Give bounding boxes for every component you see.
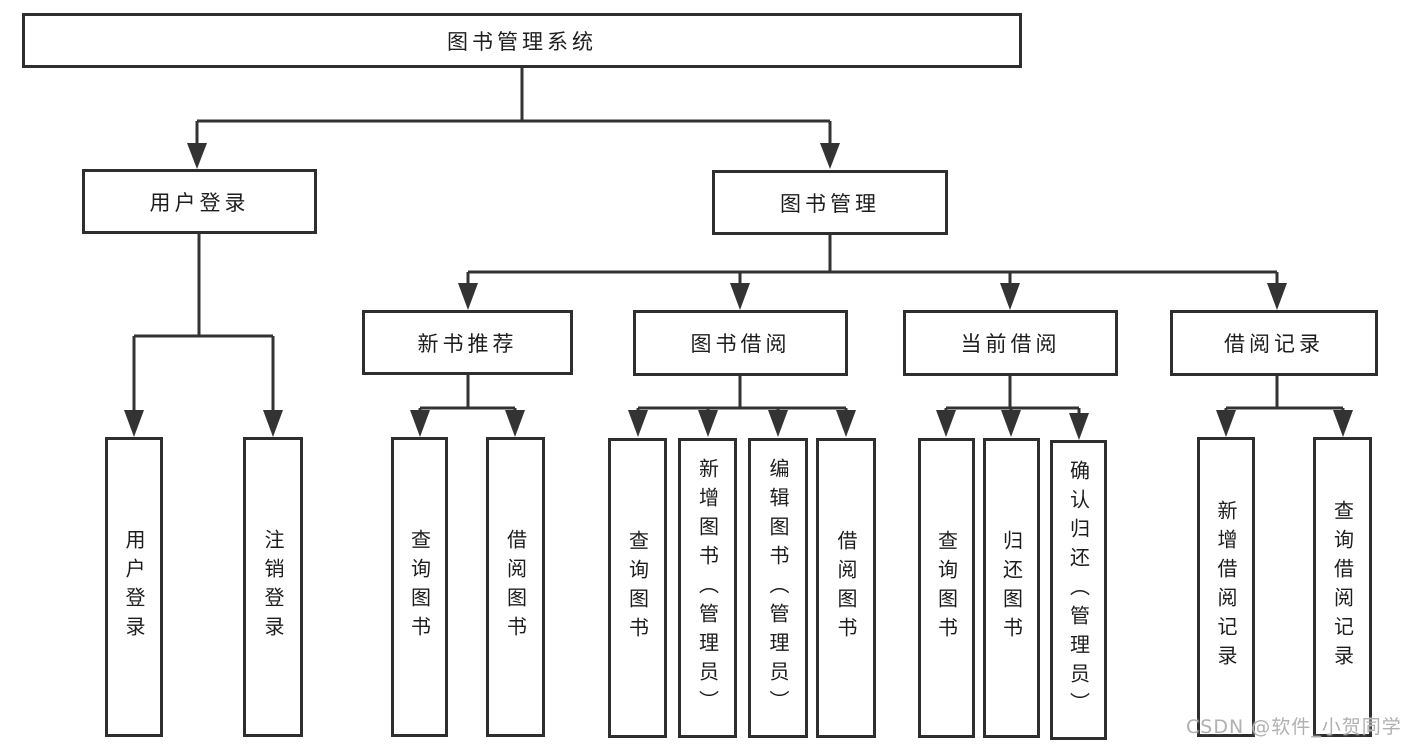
leaf-query-borrow-record: 查询借阅记录 bbox=[1313, 437, 1372, 737]
leaf-query-books-borrow: 查询图书 bbox=[608, 438, 667, 738]
leaf-label: 查询图书 bbox=[407, 529, 432, 645]
arrow-down-icon bbox=[458, 283, 478, 310]
leaf-label: 注销登录 bbox=[261, 529, 285, 645]
connector-current-borrow-to-leaves bbox=[944, 375, 1081, 415]
leaf-label: 归还图书 bbox=[999, 530, 1024, 646]
leaf-label: 用户登录 bbox=[122, 529, 146, 645]
leaf-user-login: 用户登录 bbox=[105, 437, 163, 737]
arrow-down-icon bbox=[1267, 283, 1287, 310]
node-book-borrow: 图书借阅 bbox=[633, 310, 848, 376]
leaf-borrow-books-recommend: 借阅图书 bbox=[486, 437, 545, 737]
arrow-down-icon bbox=[1333, 410, 1353, 437]
node-root: 图书管理系统 bbox=[22, 13, 1022, 68]
connector-borrow-records-to-leaves bbox=[1224, 375, 1345, 412]
arrow-down-icon bbox=[410, 410, 430, 437]
arrow-down-icon bbox=[263, 410, 283, 437]
arrow-down-icon bbox=[836, 410, 856, 437]
arrow-down-icon bbox=[1001, 410, 1021, 437]
watermark: CSDN @软件_小贺同学 bbox=[1186, 716, 1402, 738]
leaf-label: 查询图书 bbox=[625, 530, 650, 646]
arrow-down-icon bbox=[730, 283, 750, 310]
arrow-down-icon bbox=[187, 143, 207, 169]
leaf-label: 查询借阅记录 bbox=[1330, 500, 1355, 674]
node-borrow-records: 借阅记录 bbox=[1170, 310, 1378, 376]
leaf-query-books-recommend: 查询图书 bbox=[391, 437, 448, 737]
arrowheads bbox=[124, 143, 1353, 440]
arrow-down-icon bbox=[1000, 283, 1020, 310]
leaf-label: 编辑图书（管理员） bbox=[766, 457, 790, 719]
arrow-down-icon bbox=[768, 410, 788, 437]
connector-new-book-to-leaves bbox=[418, 375, 517, 412]
leaf-label: 借阅图书 bbox=[503, 529, 528, 645]
leaf-label: 新增图书（管理员） bbox=[695, 457, 720, 719]
node-current-borrow: 当前借阅 bbox=[903, 310, 1118, 376]
leaf-edit-book-admin: 编辑图书（管理员） bbox=[748, 438, 808, 738]
leaf-label: 确认归还（管理员） bbox=[1066, 459, 1091, 721]
node-new-book-recommend: 新书推荐 bbox=[362, 310, 573, 375]
leaf-label: 借阅图书 bbox=[834, 530, 858, 646]
arrow-down-icon bbox=[628, 410, 648, 437]
arrow-down-icon bbox=[505, 410, 525, 437]
connector-root-to-level1 bbox=[195, 68, 832, 144]
arrow-down-icon bbox=[1069, 413, 1089, 440]
connector-book-borrow-to-leaves bbox=[636, 375, 848, 412]
leaf-add-book-admin: 新增图书（管理员） bbox=[678, 438, 737, 738]
leaf-add-borrow-record: 新增借阅记录 bbox=[1197, 437, 1255, 737]
node-book-management: 图书管理 bbox=[712, 170, 948, 235]
arrow-down-icon bbox=[124, 410, 144, 437]
leaf-return-books: 归还图书 bbox=[983, 438, 1040, 738]
leaf-label: 新增借阅记录 bbox=[1214, 500, 1238, 674]
node-user-login: 用户登录 bbox=[82, 169, 317, 234]
connector-book-management-to-level2 bbox=[466, 235, 1279, 284]
arrow-down-icon bbox=[936, 410, 956, 437]
arrow-down-icon bbox=[698, 410, 718, 437]
leaf-label: 查询图书 bbox=[934, 530, 959, 646]
leaf-confirm-return-admin: 确认归还（管理员） bbox=[1050, 440, 1107, 740]
connector-user-login-to-leaves bbox=[132, 234, 275, 412]
connector-paths bbox=[132, 68, 1345, 415]
leaf-query-books-current: 查询图书 bbox=[918, 438, 975, 738]
arrow-down-icon bbox=[1216, 410, 1236, 437]
leaf-borrow-books: 借阅图书 bbox=[816, 438, 876, 738]
leaf-logout: 注销登录 bbox=[243, 437, 303, 737]
arrow-down-icon bbox=[820, 143, 840, 169]
